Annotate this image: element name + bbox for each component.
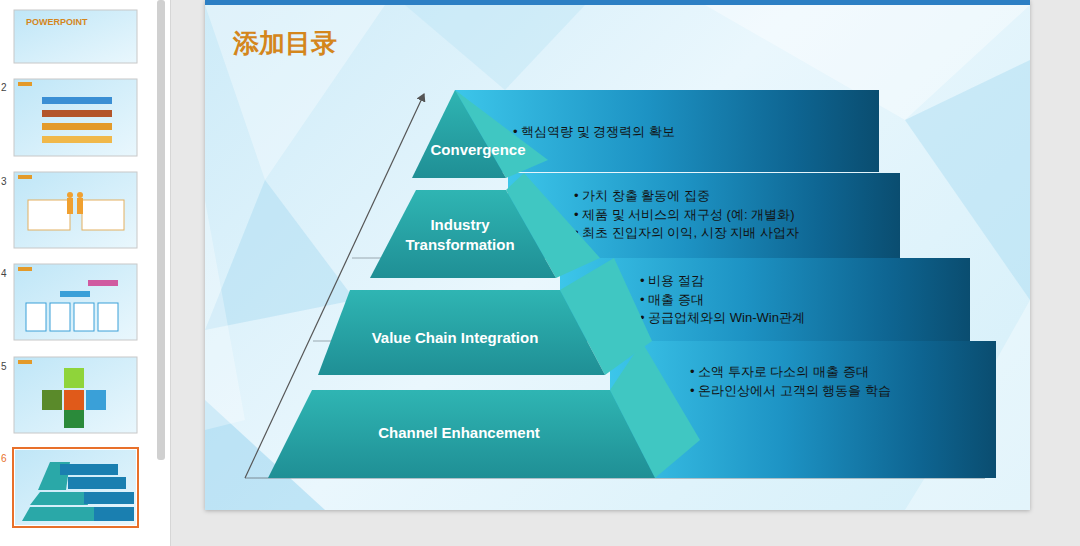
tier-front-face	[318, 290, 605, 375]
slide-number: 3	[1, 176, 7, 187]
tier-front-face	[370, 190, 556, 278]
thumbnail-title: POWERPOINT	[26, 17, 88, 27]
pyramid-tier: Convergence	[412, 90, 548, 178]
pyramid-tier: Industry Transformation	[370, 173, 600, 278]
bullet-text: • 핵심역량 및 경쟁력의 확보	[513, 123, 879, 142]
bullet-text: • 비용 절감	[640, 272, 970, 291]
pyramid-tier: Value Chain Integration	[318, 258, 652, 375]
tier-shape	[268, 342, 700, 478]
slide-title: 添加目录	[233, 26, 337, 61]
tier-label: Convergence	[408, 140, 548, 160]
bullet-text: • 온라인상에서 고객의 행동을 학습	[690, 382, 996, 401]
bullet-text: • 최초 진입자의 이익, 시장 지배 사업자	[574, 224, 900, 243]
bullet-text: • 제품 및 서비스의 재구성 (예: 개별화)	[574, 206, 900, 225]
bullet-text: • 매출 증대	[640, 291, 970, 310]
tier-front-face	[268, 390, 655, 478]
pyramid-tier: Channel Enhancement	[268, 342, 700, 478]
tier-shape	[412, 90, 548, 178]
tier-label: Industry Transformation	[396, 215, 524, 255]
slide-number: 5	[1, 361, 7, 372]
thumbnails	[0, 0, 170, 546]
bullet-text: • 소액 투자로 다소의 매출 증대	[690, 363, 996, 382]
tier-label: Value Chain Integration	[345, 328, 565, 348]
tier-label: Channel Enhancement	[339, 423, 579, 443]
slide-number: 6	[1, 453, 7, 464]
slide-number: 2	[1, 82, 7, 93]
slide-number: 4	[1, 268, 7, 279]
bullet-text: • 가치 창출 활동에 집중	[574, 187, 900, 206]
slide-panel	[0, 0, 171, 546]
tier-shape	[318, 258, 652, 375]
bullet-text: • 공급업체와의 Win-Win관계	[640, 309, 970, 328]
